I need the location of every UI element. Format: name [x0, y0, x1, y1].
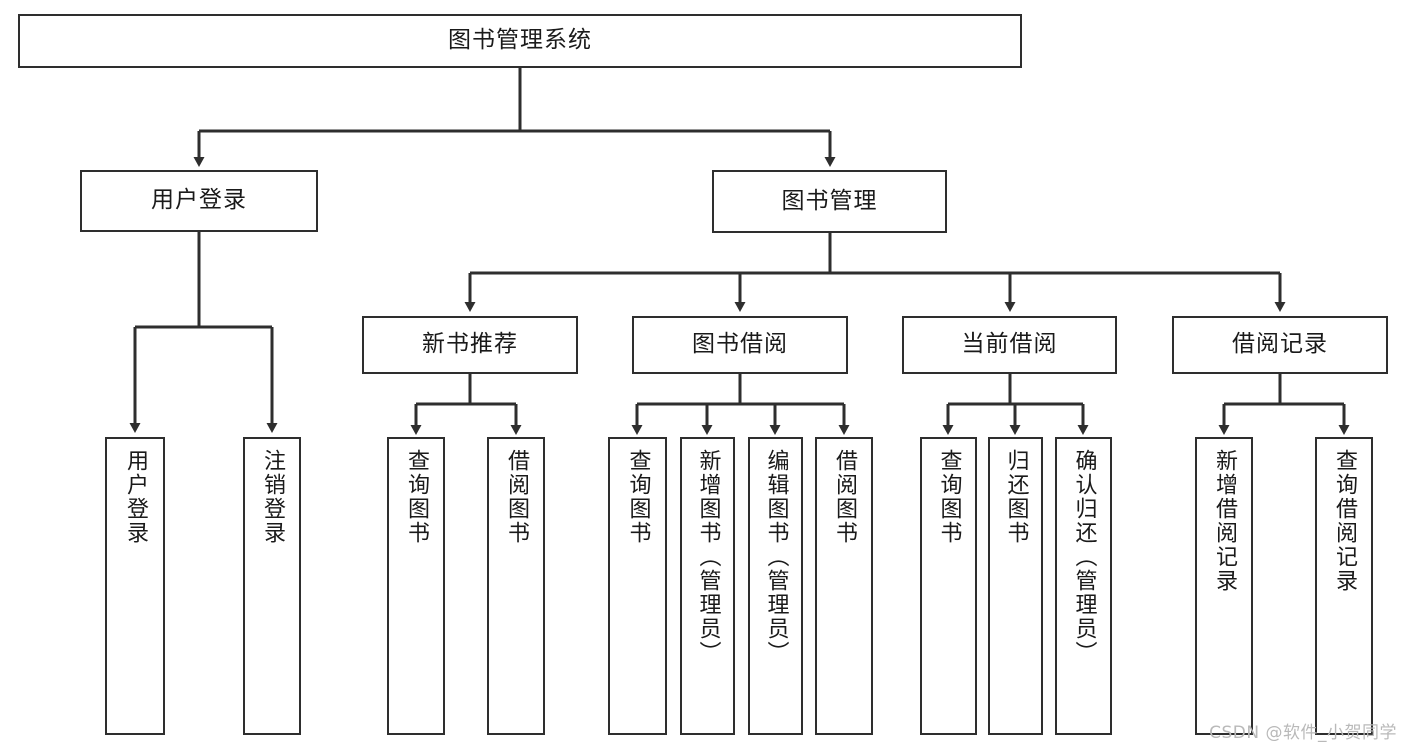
node-leaf-user-logout[interactable]: 注销登录	[243, 437, 301, 735]
node-new-book-rec[interactable]: 新书推荐	[362, 316, 578, 374]
node-leaf-query-book-b[interactable]: 查询图书	[608, 437, 667, 735]
node-leaf-add-record-label: 新增借阅记录	[1212, 449, 1237, 593]
node-book-borrow-label: 图书借阅	[692, 331, 788, 358]
node-leaf-user-login-label: 用户登录	[123, 449, 148, 545]
node-leaf-return-book-label: 归还图书	[1003, 449, 1029, 545]
node-book-manage[interactable]: 图书管理	[712, 170, 947, 233]
node-leaf-query-book-c[interactable]: 查询图书	[920, 437, 977, 735]
node-user-login-label: 用户登录	[151, 187, 247, 214]
node-borrow-record[interactable]: 借阅记录	[1172, 316, 1388, 374]
node-leaf-return-book[interactable]: 归还图书	[988, 437, 1043, 735]
node-leaf-add-record[interactable]: 新增借阅记录	[1195, 437, 1253, 735]
csdn-watermark: CSDN @软件_小贺同学	[1209, 723, 1397, 743]
node-leaf-confirm-return-label: 确认归还（管理员）	[1071, 449, 1097, 665]
node-book-manage-label: 图书管理	[781, 187, 878, 214]
node-leaf-query-book-rec-label: 查询图书	[404, 449, 429, 545]
node-leaf-add-book-label: 新增图书（管理员）	[695, 449, 721, 665]
node-leaf-query-record[interactable]: 查询借阅记录	[1315, 437, 1373, 735]
node-leaf-query-book-b-label: 查询图书	[625, 449, 651, 545]
node-leaf-query-record-label: 查询借阅记录	[1332, 449, 1357, 593]
node-leaf-borrow-book-b[interactable]: 借阅图书	[815, 437, 873, 735]
node-leaf-borrow-book-rec[interactable]: 借阅图书	[487, 437, 545, 735]
node-leaf-user-logout-label: 注销登录	[260, 449, 285, 545]
node-leaf-query-book-rec[interactable]: 查询图书	[387, 437, 445, 735]
node-user-login[interactable]: 用户登录	[80, 170, 318, 232]
node-current-borrow[interactable]: 当前借阅	[902, 316, 1117, 374]
node-book-borrow[interactable]: 图书借阅	[632, 316, 848, 374]
node-borrow-record-label: 借阅记录	[1232, 331, 1328, 358]
node-leaf-edit-book[interactable]: 编辑图书（管理员）	[748, 437, 803, 735]
node-leaf-user-login[interactable]: 用户登录	[105, 437, 165, 735]
node-leaf-borrow-book-rec-label: 借阅图书	[504, 449, 529, 545]
node-current-borrow-label: 当前借阅	[961, 331, 1058, 358]
node-root[interactable]: 图书管理系统	[18, 14, 1022, 68]
node-leaf-add-book[interactable]: 新增图书（管理员）	[680, 437, 735, 735]
node-leaf-borrow-book-b-label: 借阅图书	[832, 449, 857, 545]
node-root-label: 图书管理系统	[448, 27, 592, 54]
node-leaf-edit-book-label: 编辑图书（管理员）	[763, 449, 789, 665]
node-leaf-query-book-c-label: 查询图书	[936, 449, 962, 545]
node-leaf-confirm-return[interactable]: 确认归还（管理员）	[1055, 437, 1112, 735]
node-new-book-rec-label: 新书推荐	[422, 331, 518, 358]
